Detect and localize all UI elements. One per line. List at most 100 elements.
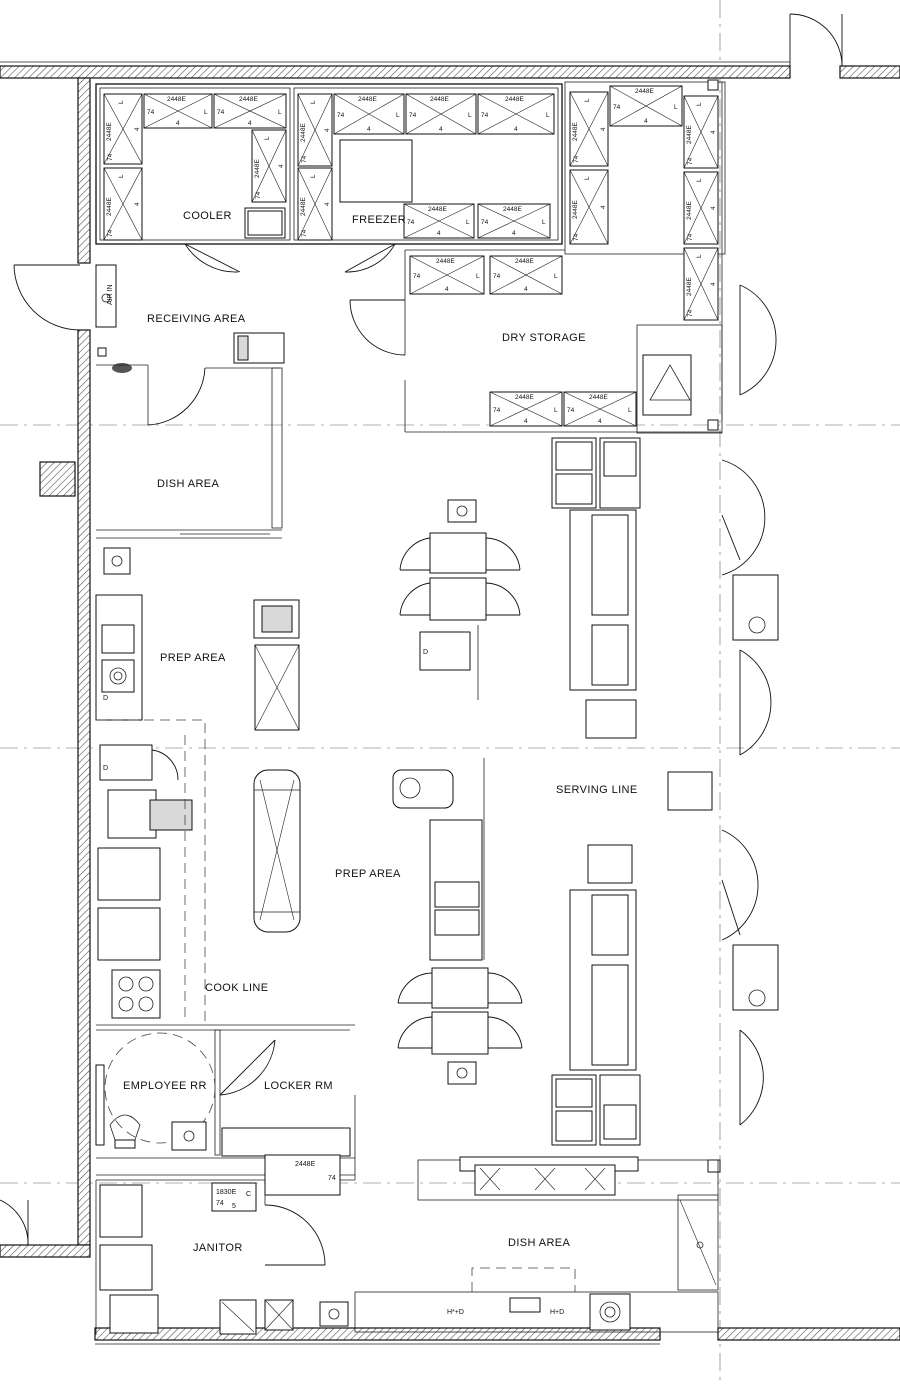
label-employee-rr: EMPLOYEE RR [123, 1080, 207, 1092]
left-prep-column [95, 547, 206, 1022]
label-serving-line: SERVING LINE [556, 784, 638, 796]
label-locker-shelf-depth: 74 [328, 1175, 336, 1182]
label-prep-area-center: PREP AREA [335, 868, 401, 880]
shelf-count-label: 4 [710, 206, 717, 210]
shelf-depth-label: 74 [493, 407, 501, 414]
shelf-depth-label: 74 [413, 273, 421, 280]
shelf-depth-label: 74 [107, 229, 114, 237]
shelf-l-label: L [546, 112, 550, 119]
shelf-depth-label: 74 [255, 191, 262, 199]
shelf-depth-label: 74 [573, 233, 580, 241]
equipment-labels: H*+D H+D 1830E 74 5 C 2448E 74 D D D AIR… [103, 284, 564, 1316]
shelf-count-label: 4 [514, 126, 518, 133]
shelf-l-label: L [118, 174, 125, 178]
shelf-l-label: L [310, 174, 317, 178]
label-freezer: FREEZER [352, 214, 406, 226]
shelf-l-label: L [696, 102, 703, 106]
shelf-code-label: 2448E [686, 125, 693, 144]
shelf-l-label: L [584, 176, 591, 180]
shelf-depth-label: 74 [337, 112, 345, 119]
shelf-code-label: 2448E [300, 123, 307, 142]
shelf-code-label: 2448E [430, 96, 449, 103]
room-labels: COOLER FREEZER RECEIVING AREA DRY STORAG… [123, 210, 638, 1254]
label-small-shelf-c: C [246, 1191, 251, 1198]
label-cooler: COOLER [183, 210, 232, 222]
label-d-mark-2: D [103, 695, 108, 702]
shelf-code-label: 2448E [515, 394, 534, 401]
shelf-l-label: L [542, 219, 546, 226]
shelf-l-label: L [628, 407, 632, 414]
shelf-depth-label: 74 [407, 219, 415, 226]
shelf-code-label: 2448E [572, 122, 579, 141]
shelf-code-label: 2448E [106, 197, 113, 216]
shelf-depth-label: 74 [687, 157, 694, 165]
shelf-depth-label: 74 [147, 109, 155, 116]
shelf-count-label: 4 [600, 205, 607, 209]
shelf-l-label: L [696, 254, 703, 258]
shelf-count-label: 4 [600, 127, 607, 131]
shelf-l-label: L [674, 104, 678, 111]
shelf-unit: 2448E 74 4 L [569, 169, 609, 245]
serving-line-doors [707, 79, 779, 1173]
shelf-l-label: L [468, 112, 472, 119]
dish-area-lower-equipment [354, 1156, 719, 1333]
shelf-depth-label: 74 [573, 155, 580, 163]
shelf-code-label: 2448E [106, 122, 113, 141]
shelf-code-label: 2448E [428, 206, 447, 213]
label-small-shelf-count: 5 [232, 1203, 236, 1210]
label-janitor: JANITOR [193, 1242, 243, 1254]
shelving: 2448E744L2448E744L2448E744L2448E744L2448… [103, 85, 719, 427]
shelf-count-label: 4 [134, 127, 141, 131]
shelf-count-label: 4 [134, 202, 141, 206]
label-prep-area-upper: PREP AREA [160, 652, 226, 664]
shelf-count-label: 4 [324, 202, 331, 206]
receiving-equipment [95, 264, 285, 373]
exterior-door-receiving [13, 264, 81, 331]
shelf-depth-label: 74 [409, 112, 417, 119]
shelf-depth-label: 74 [687, 309, 694, 317]
label-air-in: AIR IN [107, 284, 114, 305]
shelf-code-label: 2448E [505, 96, 524, 103]
label-locker-shelf-code: 2448E [295, 1161, 316, 1168]
shelf-l-label: L [310, 100, 317, 104]
shelf-l-label: L [696, 178, 703, 182]
shelf-code-label: 2448E [436, 258, 455, 265]
shelf-code-label: 2448E [254, 159, 261, 178]
shelf-depth-label: 74 [481, 112, 489, 119]
shelf-code-label: 2448E [300, 197, 307, 216]
exterior-door-top [789, 13, 843, 72]
shelf-count-label: 4 [710, 130, 717, 134]
shelf-code-label: 2448E [503, 206, 522, 213]
shelf-unit: 2448E 74 4 L [103, 167, 143, 241]
shelf-l-label: L [204, 109, 208, 116]
label-dish-area-lower: DISH AREA [508, 1237, 571, 1249]
shelf-code-label: 2448E [239, 96, 258, 103]
shelf-code-label: 2448E [635, 88, 654, 95]
label-locker-rm: LOCKER RM [264, 1080, 333, 1092]
shelf-code-label: 2448E [572, 200, 579, 219]
work-stations [392, 499, 523, 1085]
shelf-count-label: 4 [598, 418, 602, 425]
shelf-depth-label: 74 [567, 407, 575, 414]
shelf-l-label: L [278, 109, 282, 116]
dish-area-upper-walls [96, 364, 283, 539]
shelf-count-label: 4 [176, 120, 180, 127]
shelf-count-label: 4 [367, 126, 371, 133]
shelf-code-label: 2448E [167, 96, 186, 103]
shelf-depth-label: 74 [493, 273, 501, 280]
label-small-shelf-depth: 74 [216, 1200, 224, 1207]
shelf-count-label: 4 [324, 128, 331, 132]
